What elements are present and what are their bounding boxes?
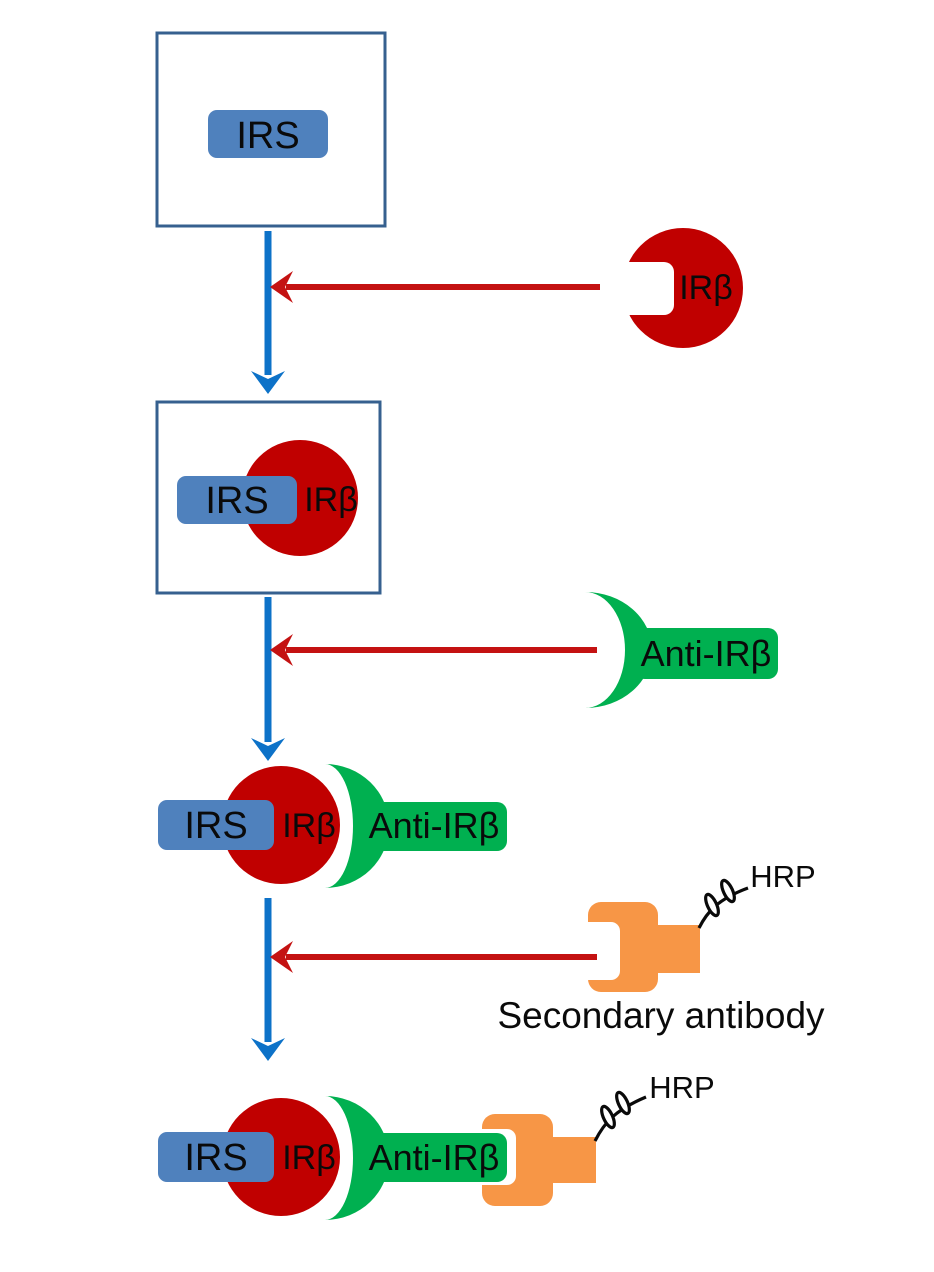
ir-beta-label-reagent: IRβ: [679, 269, 733, 307]
anti-ir-beta-label-final: Anti-IRβ: [369, 1137, 500, 1178]
secondary-antibody-caption: Secondary antibody: [497, 995, 825, 1036]
secondary-antibody-notch-reagent: [578, 922, 620, 980]
irs-tag-2: [177, 476, 297, 524]
binding-step-arrow-3-head: [251, 1038, 285, 1061]
irs-tag-1: [208, 110, 328, 158]
ir-beta-circle-2: [242, 440, 358, 556]
complex-irs-irb-anti: IRS IRβ Anti-IRβ: [158, 764, 507, 888]
anti-ir-beta-label-reagent: Anti-IRβ: [641, 633, 772, 674]
ir-beta-label-2: IRβ: [304, 481, 358, 519]
ir-beta-circle-3: [222, 766, 340, 884]
hrp-label-final: HRP: [649, 1070, 714, 1105]
hrp-coil-final-loop-2: [615, 1090, 631, 1116]
add-reagent-arrow-2-head: [270, 634, 293, 666]
well-box-2: IRS IRβ: [155, 400, 382, 595]
reagent-ir-beta: IRβ: [270, 228, 743, 348]
irs-label-final: IRS: [184, 1137, 247, 1179]
irs-label-1: IRS: [236, 115, 299, 157]
final-complex: IRS IRβ Anti-IRβ HRP: [158, 1070, 715, 1220]
irs-label-3: IRS: [184, 805, 247, 847]
anti-ir-beta-label-3: Anti-IRβ: [369, 805, 500, 846]
add-reagent-arrow-1-head: [270, 271, 293, 303]
well-box-1: IRS: [155, 31, 387, 228]
ir-beta-label-3: IRβ: [282, 807, 336, 845]
anti-ir-beta-tag-final: [370, 1133, 507, 1182]
ir-beta-binding-notch: [604, 262, 674, 315]
irs-tag-3: [158, 800, 274, 850]
anti-ir-beta-tag-3: [370, 802, 507, 851]
irs-label-2: IRS: [205, 480, 268, 522]
anti-ir-beta-tag-reagent: [635, 628, 778, 679]
hrp-coil-final-loop-1: [600, 1104, 616, 1130]
binding-step-arrow-1: [251, 231, 285, 394]
binding-step-arrow-2-head: [251, 738, 285, 761]
ir-beta-label-final: IRβ: [282, 1139, 336, 1177]
well-outline-2: [155, 400, 382, 595]
hrp-label-reagent: HRP: [750, 859, 815, 894]
reagent-secondary-antibody: HRP Secondary antibody: [270, 859, 825, 1036]
well-outline-1: [155, 31, 387, 228]
ir-beta-circle-final: [222, 1098, 340, 1216]
hrp-coil-loop-1: [704, 892, 720, 918]
secondary-antibody-stem-reagent: [655, 925, 700, 973]
anti-ir-beta-crescent-3: [325, 764, 389, 888]
anti-ir-beta-crescent-reagent: [585, 592, 652, 708]
anti-ir-beta-crescent-final: [325, 1096, 389, 1220]
add-reagent-arrow-3-head: [270, 941, 293, 973]
binding-step-arrow-2: [251, 597, 285, 761]
binding-step-arrow-3: [251, 898, 285, 1061]
secondary-antibody-stem-final: [550, 1137, 596, 1183]
ir-beta-circle-reagent: [623, 228, 743, 348]
hrp-coil-loop-2: [720, 878, 736, 904]
binding-step-arrow-1-head: [251, 371, 285, 394]
irs-tag-final: [158, 1132, 274, 1182]
reagent-anti-ir-beta: Anti-IRβ: [270, 592, 778, 708]
